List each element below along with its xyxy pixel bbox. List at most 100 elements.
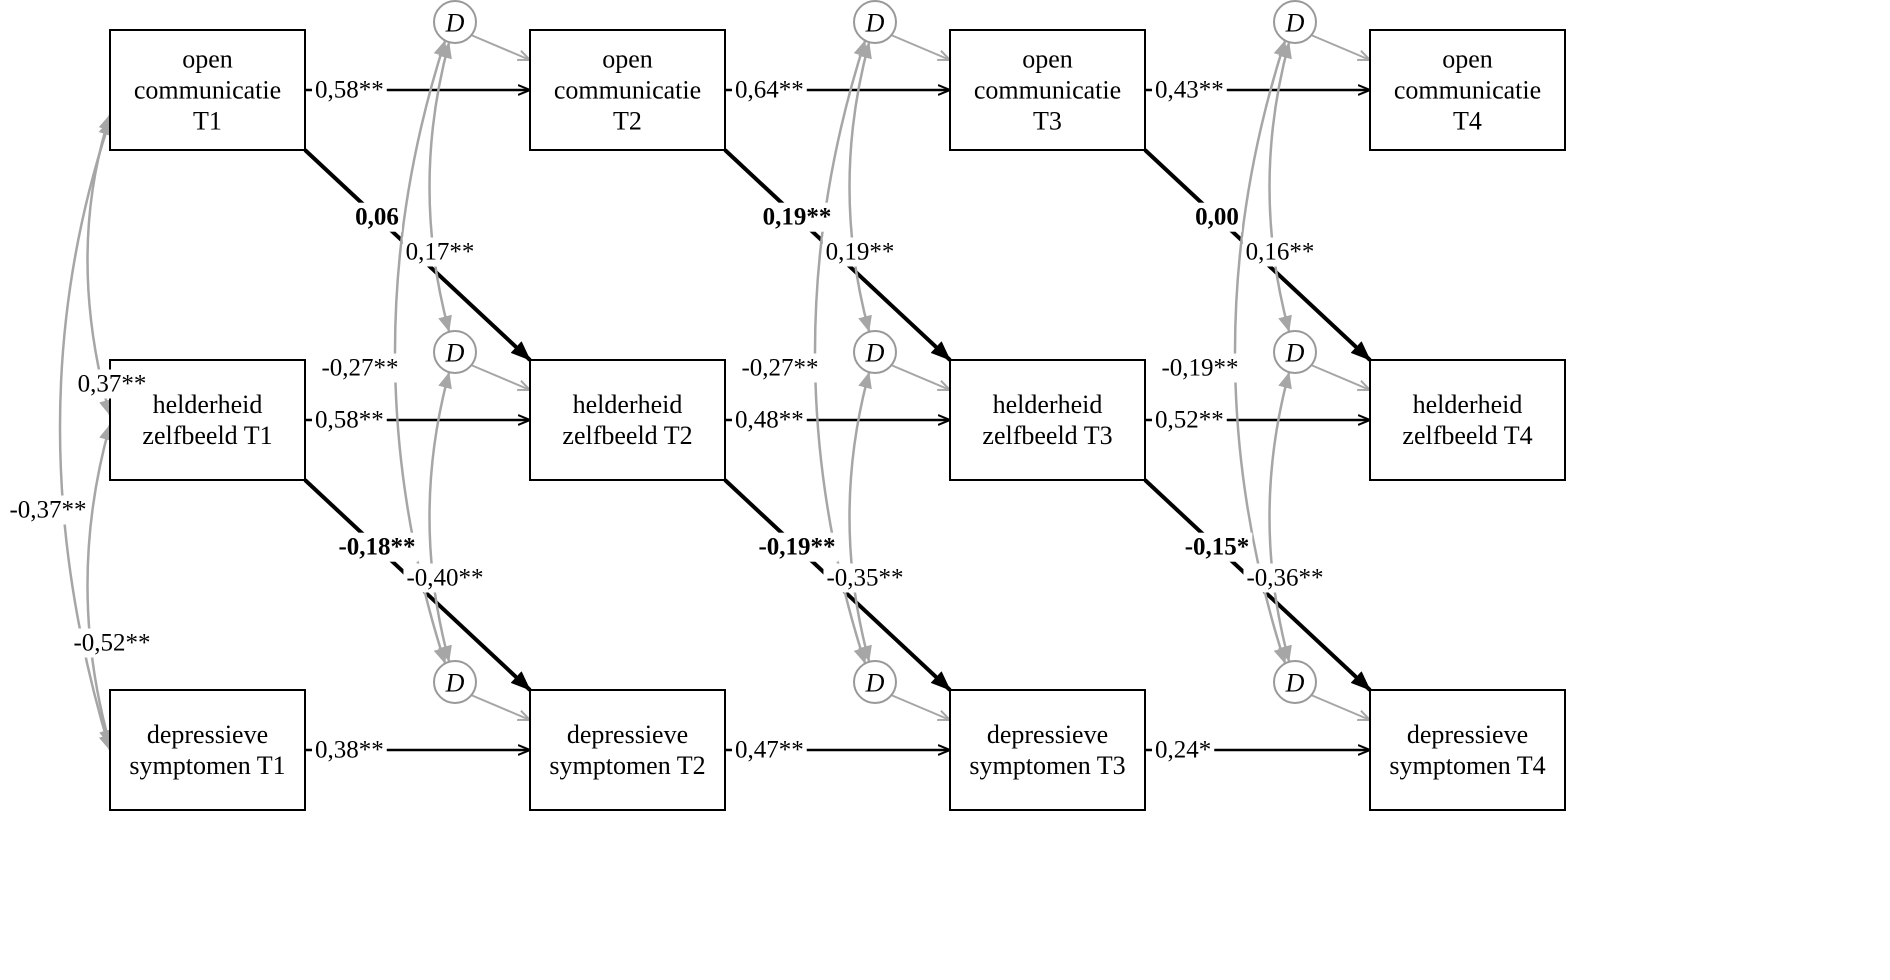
disturbance-hz2: D	[433, 330, 477, 374]
stability-label: 0,58**	[315, 77, 384, 104]
residual-correlation-label: 0,19**	[826, 239, 895, 266]
label-background	[1152, 405, 1227, 435]
node-label: depressieve	[987, 720, 1108, 749]
disturbance-circle	[853, 660, 897, 704]
disturbance-hz4: D	[1273, 330, 1317, 374]
disturbance-arrow	[1310, 34, 1370, 60]
disturbance-circle	[1273, 0, 1317, 44]
disturbance-label: D	[865, 9, 885, 38]
labels-layer: 0,58**0,64**0,43**0,58**0,48**0,52**0,38…	[6, 75, 1327, 765]
disturbance-label: D	[445, 9, 465, 38]
cross-lagged-label: 0,00	[1195, 204, 1239, 231]
node-label: communicatie	[1394, 76, 1541, 105]
label-background	[732, 405, 807, 435]
label-background	[1152, 735, 1215, 765]
node-label: open	[182, 45, 233, 74]
disturbance-oc2: D	[433, 0, 477, 44]
label-background	[732, 75, 807, 105]
residual-correlation-label: -0,35**	[826, 565, 903, 592]
stability-label: 0,24*	[1155, 737, 1211, 764]
node-label: communicatie	[134, 76, 281, 105]
node-label: open	[1442, 45, 1493, 74]
stability-label: 0,38**	[315, 737, 384, 764]
disturbance-label: D	[1285, 9, 1305, 38]
disturbance-oc4: D	[1273, 0, 1317, 44]
label-background	[402, 237, 478, 267]
t1-correlation-label: -0,37**	[9, 497, 86, 524]
cross-lagged-label: 0,19**	[763, 204, 832, 231]
disturbance-arrow	[890, 34, 950, 60]
disturbance-arrow	[470, 694, 530, 720]
cross-lagged-label: -0,19**	[758, 534, 835, 561]
node-box	[949, 359, 1146, 481]
residual-correlation-label: 0,17**	[406, 239, 475, 266]
disturbance-arrow	[1310, 694, 1370, 720]
node-box	[1369, 29, 1566, 151]
disturbance-circle	[433, 0, 477, 44]
disturbance-hz3: D	[853, 330, 897, 374]
node-box	[529, 29, 726, 151]
node-box	[1369, 689, 1566, 811]
label-background	[318, 353, 402, 383]
disturbance-ds4: D	[1273, 660, 1317, 704]
disturbance-label: D	[445, 669, 465, 698]
node-label: T3	[1033, 107, 1062, 136]
disturbance-circle	[433, 330, 477, 374]
stability-label: 0,43**	[1155, 77, 1224, 104]
node-box	[949, 29, 1146, 151]
node-label: helderheid	[153, 390, 263, 419]
residual-correlation-label: -0,27**	[741, 355, 818, 382]
disturbance-arrow	[890, 364, 950, 390]
t1-correlation-arc	[86, 424, 113, 746]
label-background	[312, 735, 387, 765]
node-label: T2	[613, 107, 642, 136]
node-box	[109, 29, 306, 151]
disturbance-label: D	[865, 339, 885, 368]
label-background	[403, 563, 487, 593]
label-background	[738, 353, 822, 383]
disturbance-circle	[853, 330, 897, 374]
nodes-layer: opencommunicatieT1opencommunicatieT2open…	[109, 0, 1566, 811]
label-background	[1243, 563, 1327, 593]
label-background	[759, 202, 835, 232]
disturbance-ds3: D	[853, 660, 897, 704]
node-label: open	[602, 45, 653, 74]
label-background	[1152, 75, 1227, 105]
node-box	[949, 689, 1146, 811]
node-label: helderheid	[1413, 390, 1523, 419]
node-label: depressieve	[567, 720, 688, 749]
node-label: symptomen T1	[129, 751, 285, 780]
stability-label: 0,58**	[315, 407, 384, 434]
label-background	[823, 563, 907, 593]
node-label: zelfbeeld T1	[142, 421, 272, 450]
node-label: symptomen T4	[1389, 751, 1545, 780]
stability-label: 0,64**	[735, 77, 804, 104]
disturbance-circle	[433, 660, 477, 704]
label-background	[74, 369, 150, 399]
label-background	[70, 628, 154, 658]
disturbance-ds2: D	[433, 660, 477, 704]
label-background	[1242, 237, 1318, 267]
disturbance-label: D	[1285, 669, 1305, 698]
residual-correlation-label: -0,36**	[1246, 565, 1323, 592]
node-label: depressieve	[147, 720, 268, 749]
node-label: open	[1022, 45, 1073, 74]
node-label: helderheid	[573, 390, 683, 419]
stability-label: 0,52**	[1155, 407, 1224, 434]
disturbance-oc3: D	[853, 0, 897, 44]
disturbance-label: D	[865, 669, 885, 698]
node-box	[529, 689, 726, 811]
disturbance-arrow	[470, 34, 530, 60]
node-label: helderheid	[993, 390, 1103, 419]
label-background	[352, 202, 402, 232]
residual-correlation-label: -0,19**	[1161, 355, 1238, 382]
node-label: symptomen T2	[549, 751, 705, 780]
